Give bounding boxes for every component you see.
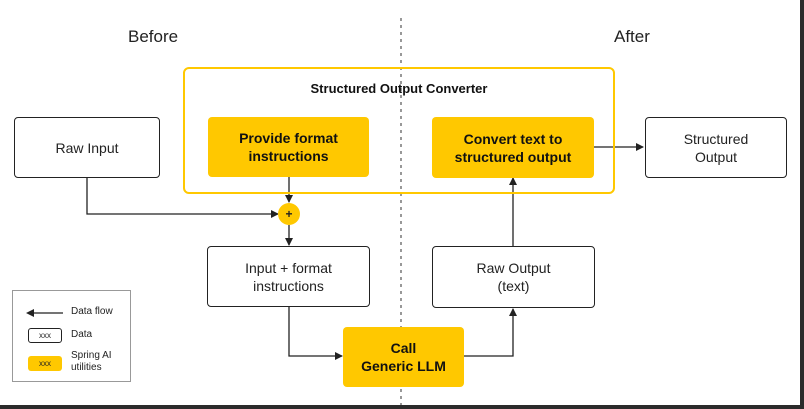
structured-output-converter-group: Structured Output Converter xyxy=(183,67,615,194)
arrow-llm-to-raw-output xyxy=(464,308,517,357)
merge-node xyxy=(278,203,300,225)
frame-edge-bottom xyxy=(0,405,804,409)
input-format-instructions-node: Input + format instructions xyxy=(207,246,370,307)
legend-data-flow-label: Data flow xyxy=(71,306,113,317)
structured-output-node: Structured Output xyxy=(645,117,787,178)
merge-symbol: + xyxy=(285,207,292,221)
legend: Data flow xxx Data xxx Spring AI utiliti… xyxy=(12,290,131,382)
before-heading: Before xyxy=(128,27,179,46)
legend-data-label: Data xyxy=(71,329,93,340)
frame-edge-right xyxy=(800,0,804,409)
provide-format-instructions-node: Provide format instructions xyxy=(208,117,369,177)
raw-input-node: Raw Input xyxy=(14,117,160,178)
legend-data: xxx Data xyxy=(13,326,130,346)
legend-arrow-icon xyxy=(26,309,63,317)
legend-util-swatch: xxx xyxy=(28,356,62,371)
convert-text-node: Convert text to structured output xyxy=(432,117,594,178)
legend-data-swatch: xxx xyxy=(28,328,62,343)
legend-data-flow: Data flow xyxy=(13,303,130,323)
legend-spring-utils-label: Spring AI utilities xyxy=(71,350,112,373)
arrow-raw-input-to-merge xyxy=(86,178,279,218)
group-title: Structured Output Converter xyxy=(310,81,488,96)
call-generic-llm-node: Call Generic LLM xyxy=(343,327,464,387)
arrow-input-format-to-llm xyxy=(288,307,343,360)
legend-spring-utils: xxx Spring AI utilities xyxy=(13,350,130,373)
raw-output-node: Raw Output (text) xyxy=(432,246,595,308)
after-heading: After xyxy=(614,27,650,46)
